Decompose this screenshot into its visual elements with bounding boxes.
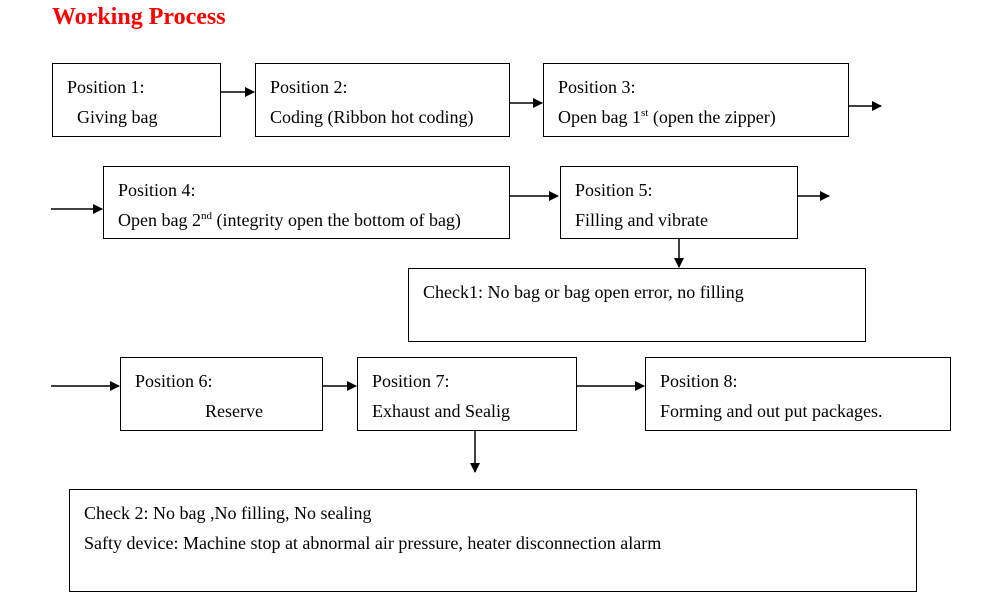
- position-2-box: Position 2: Coding (Ribbon hot coding): [255, 63, 510, 137]
- position-7-box: Position 7: Exhaust and Sealig: [357, 357, 577, 431]
- position-4-box: Position 4: Open bag 2nd (integrity open…: [103, 166, 510, 239]
- position-3-label: Position 3:: [558, 77, 636, 97]
- check2-box: Check 2: No bag ,No filling, No sealing …: [69, 489, 917, 592]
- position-3-text: Open bag 1st (open the zipper): [558, 107, 776, 127]
- position-1-text: Giving bag: [77, 107, 158, 127]
- position-5-text: Filling and vibrate: [575, 210, 708, 230]
- diagram-title: Working Process: [52, 4, 226, 30]
- check1-text: Check1: No bag or bag open error, no fil…: [423, 282, 744, 302]
- check2-line2: Safty device: Machine stop at abnormal a…: [84, 533, 662, 553]
- position-4-text: Open bag 2nd (integrity open the bottom …: [118, 210, 461, 230]
- check1-box: Check1: No bag or bag open error, no fil…: [408, 268, 866, 342]
- position-6-label: Position 6:: [135, 371, 213, 391]
- position-1-label: Position 1:: [67, 77, 145, 97]
- position-4-label: Position 4:: [118, 180, 196, 200]
- position-8-text: Forming and out put packages.: [660, 401, 883, 421]
- position-2-label: Position 2:: [270, 77, 348, 97]
- check2-line1: Check 2: No bag ,No filling, No sealing: [84, 503, 372, 523]
- position-5-label: Position 5:: [575, 180, 653, 200]
- position-3-box: Position 3: Open bag 1st (open the zippe…: [543, 63, 849, 137]
- position-8-label: Position 8:: [660, 371, 738, 391]
- position-7-text: Exhaust and Sealig: [372, 401, 510, 421]
- position-2-text: Coding (Ribbon hot coding): [270, 107, 474, 127]
- position-6-box: Position 6: Reserve: [120, 357, 323, 431]
- position-7-label: Position 7:: [372, 371, 450, 391]
- position-1-box: Position 1: Giving bag: [52, 63, 221, 137]
- position-5-box: Position 5: Filling and vibrate: [560, 166, 798, 239]
- position-6-text: Reserve: [205, 401, 263, 421]
- position-8-box: Position 8: Forming and out put packages…: [645, 357, 951, 431]
